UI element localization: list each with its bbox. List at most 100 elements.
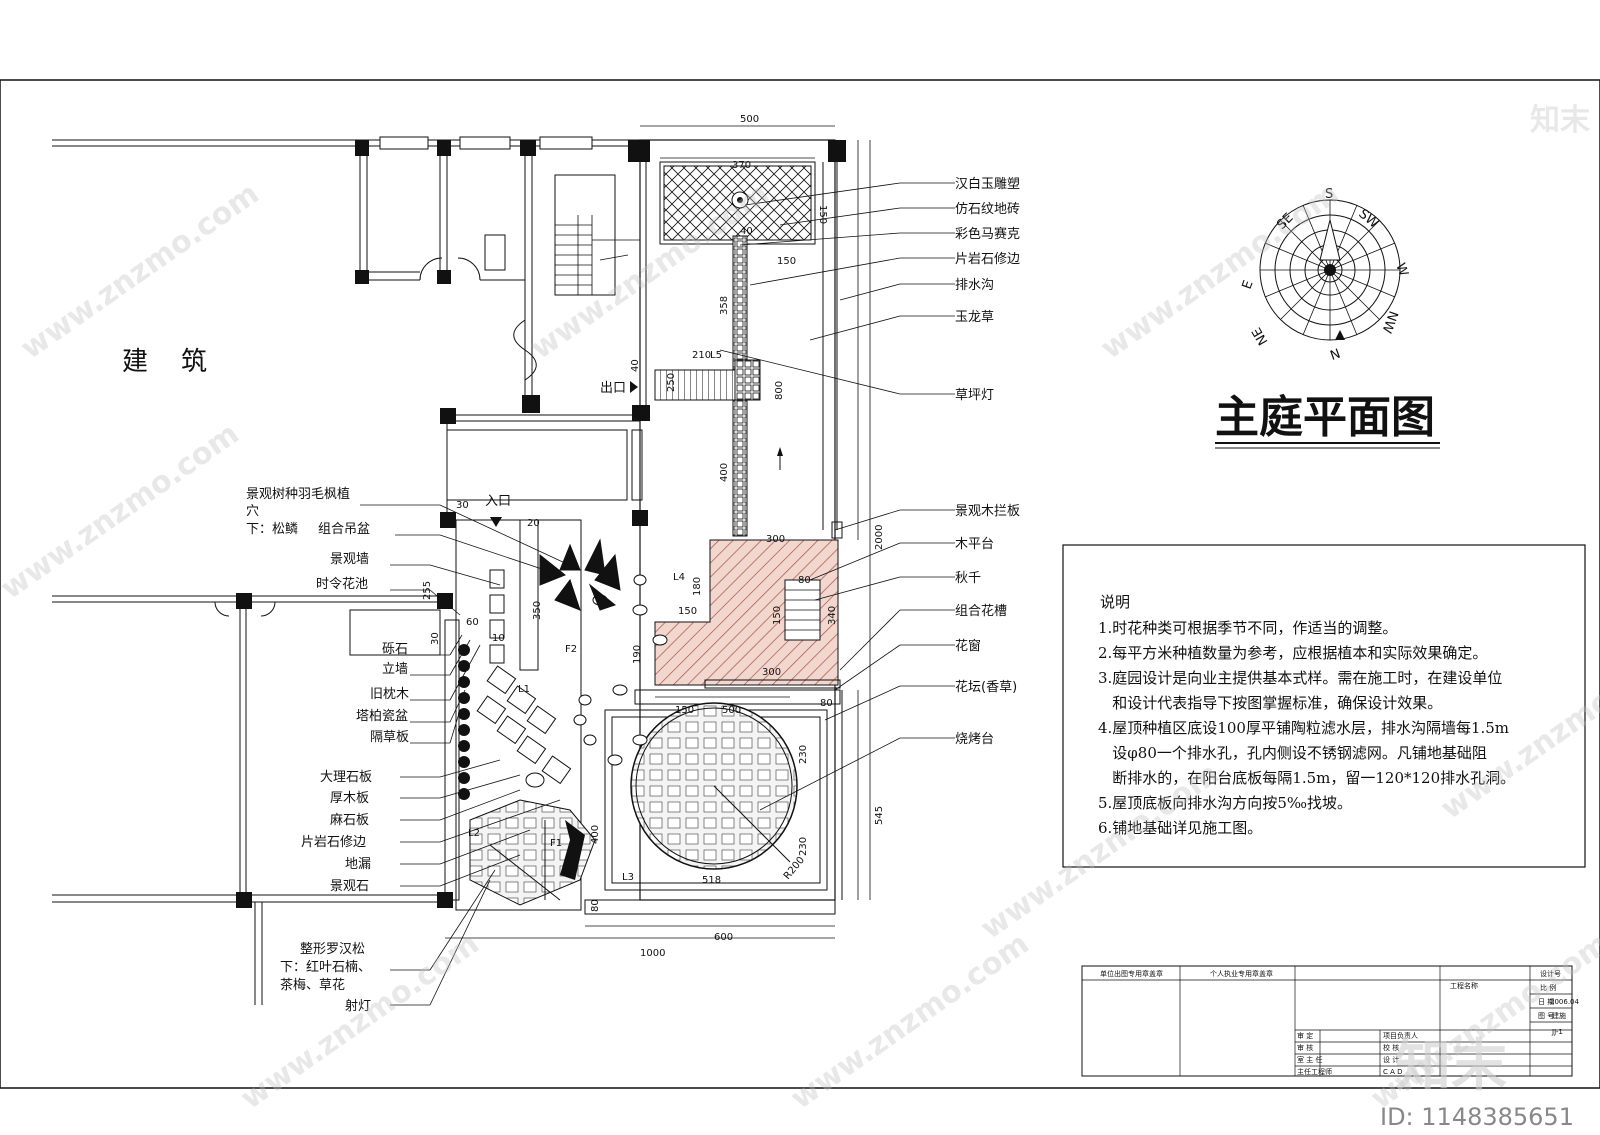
dim-label: 40	[740, 226, 753, 237]
compass-s: S	[1325, 187, 1333, 202]
lamp-tag: F2	[565, 644, 577, 655]
dim-label: 300	[766, 534, 785, 545]
dim-label: 250	[666, 373, 677, 392]
callout-label: 仿石纹地砖	[955, 202, 1020, 217]
leader-lines-left	[360, 504, 581, 1006]
drawing-frame	[0, 79, 1600, 1089]
tb-date-label: 日 期	[1538, 998, 1554, 1006]
right-callouts: 汉白玉雕塑 仿石纹地砖 彩色马赛克 片岩石修边 排水沟 玉龙草 草坪灯 景观木拦…	[955, 176, 1020, 747]
dim-label: 500	[740, 114, 759, 125]
callout-label: 立墙	[382, 662, 408, 677]
entrance-label: 入口	[485, 494, 511, 509]
dim-label: 210	[692, 350, 711, 361]
callout-label: 景观树种羽毛枫植	[246, 487, 350, 502]
tb-sheet: 建施	[1552, 1011, 1566, 1020]
tb-cad: C A D	[1383, 1068, 1403, 1076]
callout-label: 地漏	[345, 856, 371, 872]
dim-label: 400	[590, 825, 601, 844]
leader-lines-right	[719, 182, 955, 811]
tb-project-name: 工程名称	[1450, 981, 1478, 990]
callout-label: 塔柏瓷盆	[356, 709, 408, 724]
title-block: 单位出图专用章盖章 个人执业专用章盖章 工程名称 项目负责人 审 定 审 核 校…	[1081, 965, 1579, 1077]
dim-label: 230	[798, 837, 809, 856]
dim-label: 30	[430, 632, 441, 645]
dim-label: 600	[714, 932, 733, 943]
dim-label: 358	[719, 296, 730, 315]
dim-label: 150	[675, 705, 694, 716]
compass-e: E	[1240, 279, 1257, 292]
callout-label: 花窗	[955, 638, 981, 654]
dim-label: 340	[827, 606, 838, 625]
note-line: 和设计代表指导下按图掌握标准，确保设计效果。	[1098, 694, 1442, 712]
dim-label: 20	[527, 518, 540, 529]
dimension-lines	[445, 125, 871, 939]
dim-label: 350	[532, 601, 543, 620]
dim-label: 518	[702, 875, 721, 886]
tb-chief-engineer: 主任工程师	[1297, 1067, 1332, 1076]
compass-w: W	[1392, 261, 1411, 278]
drawing-title: 主庭平面图	[1215, 392, 1435, 443]
watermark-logo-text: 知末	[1530, 103, 1590, 138]
notes-box	[1062, 544, 1586, 868]
tb-date: 2006.04	[1550, 998, 1579, 1006]
callout-label: 片岩石修边	[955, 252, 1020, 267]
note-line: 断排水的，在阳台底板每隔1.5m，留一120*120排水孔洞。	[1098, 769, 1515, 787]
callout-label: 景观石	[330, 879, 369, 894]
tb-drawing-no: 图 号	[1538, 1012, 1554, 1020]
callout-label: 汉白玉雕塑	[955, 176, 1020, 192]
note-line: 1.时花种类可根据季节不同，作适当的调整。	[1098, 619, 1397, 637]
dim-label: 1000	[640, 948, 665, 959]
dim-label: 150	[817, 205, 828, 224]
dim-label: 370	[732, 160, 751, 171]
dim-label: 180	[692, 577, 703, 596]
callout-label: 组合花槽	[955, 603, 1007, 619]
compass-sw: SW	[1355, 207, 1381, 232]
note-line: 6.铺地基础详见施工图。	[1098, 819, 1262, 837]
tb-chief: 室 主 任	[1297, 1055, 1322, 1064]
callout-label: 景观墙	[330, 552, 369, 567]
callout-label: 旧枕木	[370, 687, 409, 702]
dim-label: 500	[722, 705, 741, 716]
tb-scale: 比 例	[1540, 983, 1556, 992]
callout-label: 隔草板	[370, 730, 409, 745]
callout-label: 花坛(香草)	[955, 679, 1017, 695]
north-garden	[628, 139, 846, 901]
compass-ne: NE	[1249, 324, 1271, 347]
image-id-text: ID: 1148385651	[1380, 1103, 1574, 1131]
lamp-tag: L3	[622, 872, 634, 883]
callout-label: 烧烤台	[955, 732, 994, 747]
dim-label: 190	[632, 645, 643, 664]
compass-n: N	[1327, 344, 1341, 361]
maple-tree-symbol	[539, 538, 621, 611]
dim-label: 60	[466, 617, 479, 628]
callout-label: 大理石板	[320, 770, 372, 785]
dim-label: R200	[782, 855, 807, 882]
dim-label: 150	[772, 606, 783, 625]
callout-label: 茶梅、草花	[280, 977, 345, 993]
callout-label: 片岩石修边	[301, 835, 366, 850]
note-line: 5.屋顶底板向排水沟方向按5‰找坡。	[1098, 794, 1352, 812]
dim-label: 10	[492, 633, 505, 644]
dim-label: 800	[774, 381, 785, 400]
west-garden	[444, 519, 668, 911]
tb-personal-stamp: 个人执业专用章盖章	[1210, 969, 1273, 978]
callout-label: 整形罗汉松	[300, 942, 365, 957]
notes-heading: 说明	[1100, 593, 1130, 611]
callout-label: 厚木板	[330, 791, 369, 806]
callout-label: 麻石板	[330, 813, 369, 828]
callout-label: 彩色马赛克	[955, 226, 1020, 242]
note-line: 4.屋顶种植区底设100厚平铺陶粒滤水层，排水沟隔墙每1.5m	[1098, 719, 1509, 737]
dim-label: 80	[820, 698, 833, 709]
dim-label: 400	[719, 463, 730, 482]
dim-label: 40	[630, 359, 641, 372]
exit-label: 出口	[600, 381, 626, 396]
left-callouts: 景观树种羽毛枫植 穴 下：松鳞 组合吊盆 景观墙 时令花池 砾石 立墙 旧枕木 …	[246, 487, 409, 1014]
lamp-tag: F1	[550, 838, 562, 849]
tb-check: 审 核	[1297, 1043, 1313, 1052]
tb-review: 审 定	[1297, 1031, 1313, 1040]
dim-label: 230	[798, 745, 809, 764]
callout-label: 秋千	[955, 571, 981, 586]
deck-area	[634, 539, 843, 900]
dim-label: 30	[456, 500, 469, 511]
dim-label: 300	[762, 667, 781, 678]
